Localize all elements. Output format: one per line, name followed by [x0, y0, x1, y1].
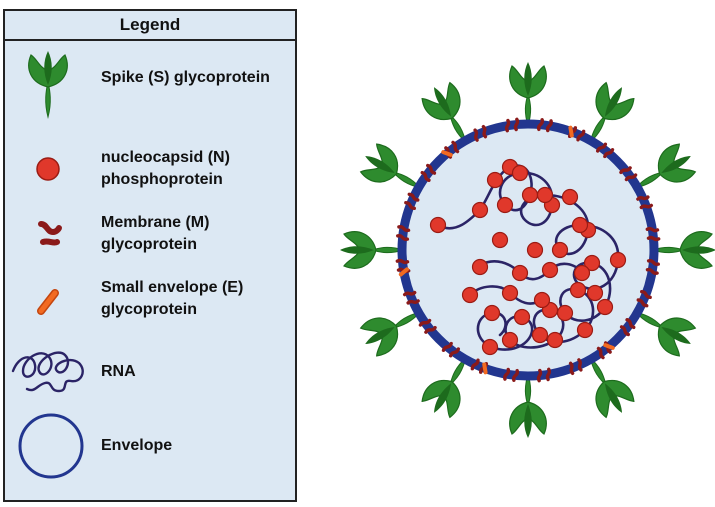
- spike-protein: [509, 373, 547, 439]
- nucleocapsid-bead: [531, 326, 549, 344]
- small-envelope-protein: [603, 343, 615, 350]
- nucleocapsid-bead: [573, 264, 591, 282]
- small-envelope-protein: [441, 150, 453, 157]
- nucleocapsid-bead: [483, 304, 501, 322]
- small-envelope-proteins: [398, 125, 615, 375]
- legend-label-spike: Spike (S) glycoprotein: [101, 69, 270, 86]
- nucleocapsid-bead: [471, 201, 489, 219]
- nucleocapsid-bead: [596, 298, 614, 316]
- nucleocapsid-bead: [583, 254, 601, 272]
- spike-icon: [28, 51, 68, 119]
- legend-title: Legend: [5, 11, 295, 41]
- legend-item-spike: Spike (S) glycoprotein: [5, 41, 295, 119]
- envelope-icon: [18, 413, 84, 479]
- nucleocapsid-bead: [511, 264, 529, 282]
- nucleocapsid-bead: [556, 304, 574, 322]
- small-envelope-protein: [568, 125, 574, 138]
- nucleocapsid-bead: [541, 261, 559, 279]
- nucleocapsid-bead: [429, 216, 447, 234]
- legend-item-membrane: Membrane (M) glycoprotein: [5, 214, 295, 266]
- nucleocapsid-bead: [533, 291, 551, 309]
- legend-label-nucleocapsid: nucleocapsid (N) phosphoprotein: [101, 149, 230, 188]
- nucleocapsid-proteins: [429, 158, 627, 356]
- nucleocapsid-bead: [486, 171, 504, 189]
- nucleocapsid-bead: [481, 338, 499, 356]
- legend-item-rna: RNA: [5, 341, 295, 401]
- nucleocapsid-bead: [561, 188, 579, 206]
- small-envelope-protein: [482, 362, 488, 375]
- nucleocapsid-bead: [501, 284, 519, 302]
- legend-panel: Legend Spike (S) glycoprotein nucleocaps…: [3, 9, 297, 502]
- spike-protein: [509, 61, 547, 127]
- small-envelope-protein: [398, 267, 409, 277]
- envelope-protein-icon: [37, 289, 59, 315]
- legend-item-envelope: Envelope: [5, 411, 295, 481]
- coronavirus-diagram: [339, 61, 715, 439]
- nucleocapsid-bead: [511, 164, 529, 182]
- nucleocapsid-bead: [576, 321, 594, 339]
- legend-label-rna: RNA: [101, 363, 136, 380]
- nucleocapsid-bead: [521, 186, 539, 204]
- nucleocapsid-bead: [571, 216, 589, 234]
- nucleocapsid-bead: [536, 186, 554, 204]
- spike-protein: [339, 231, 405, 269]
- nucleocapsid-bead: [501, 331, 519, 349]
- membrane-protein-icon: [38, 221, 62, 246]
- nucleocapsid-bead: [513, 308, 531, 326]
- nucleocapsid-bead: [471, 258, 489, 276]
- nucleocapsid-icon: [36, 157, 60, 181]
- legend-label-membrane: Membrane (M) glycoprotein: [101, 214, 210, 253]
- nucleocapsid-bead: [496, 196, 514, 214]
- nucleocapsid-bead: [586, 284, 604, 302]
- nucleocapsid-bead: [491, 231, 509, 249]
- legend-label-envelope: Envelope: [101, 437, 173, 454]
- legend-label-small-envelope: Small envelope (E) glycoprotein: [101, 279, 244, 318]
- nucleocapsid-bead: [526, 241, 544, 259]
- legend-item-nucleocapsid: nucleocapsid (N) phosphoprotein: [5, 149, 295, 201]
- nucleocapsid-bead: [546, 331, 564, 349]
- spike-protein: [651, 231, 715, 269]
- nucleocapsid-bead: [569, 281, 587, 299]
- nucleocapsid-bead: [551, 241, 569, 259]
- legend-item-small-envelope: Small envelope (E) glycoprotein: [5, 279, 295, 331]
- rna-icon: [11, 351, 84, 393]
- nucleocapsid-bead: [609, 251, 627, 269]
- nucleocapsid-bead: [461, 286, 479, 304]
